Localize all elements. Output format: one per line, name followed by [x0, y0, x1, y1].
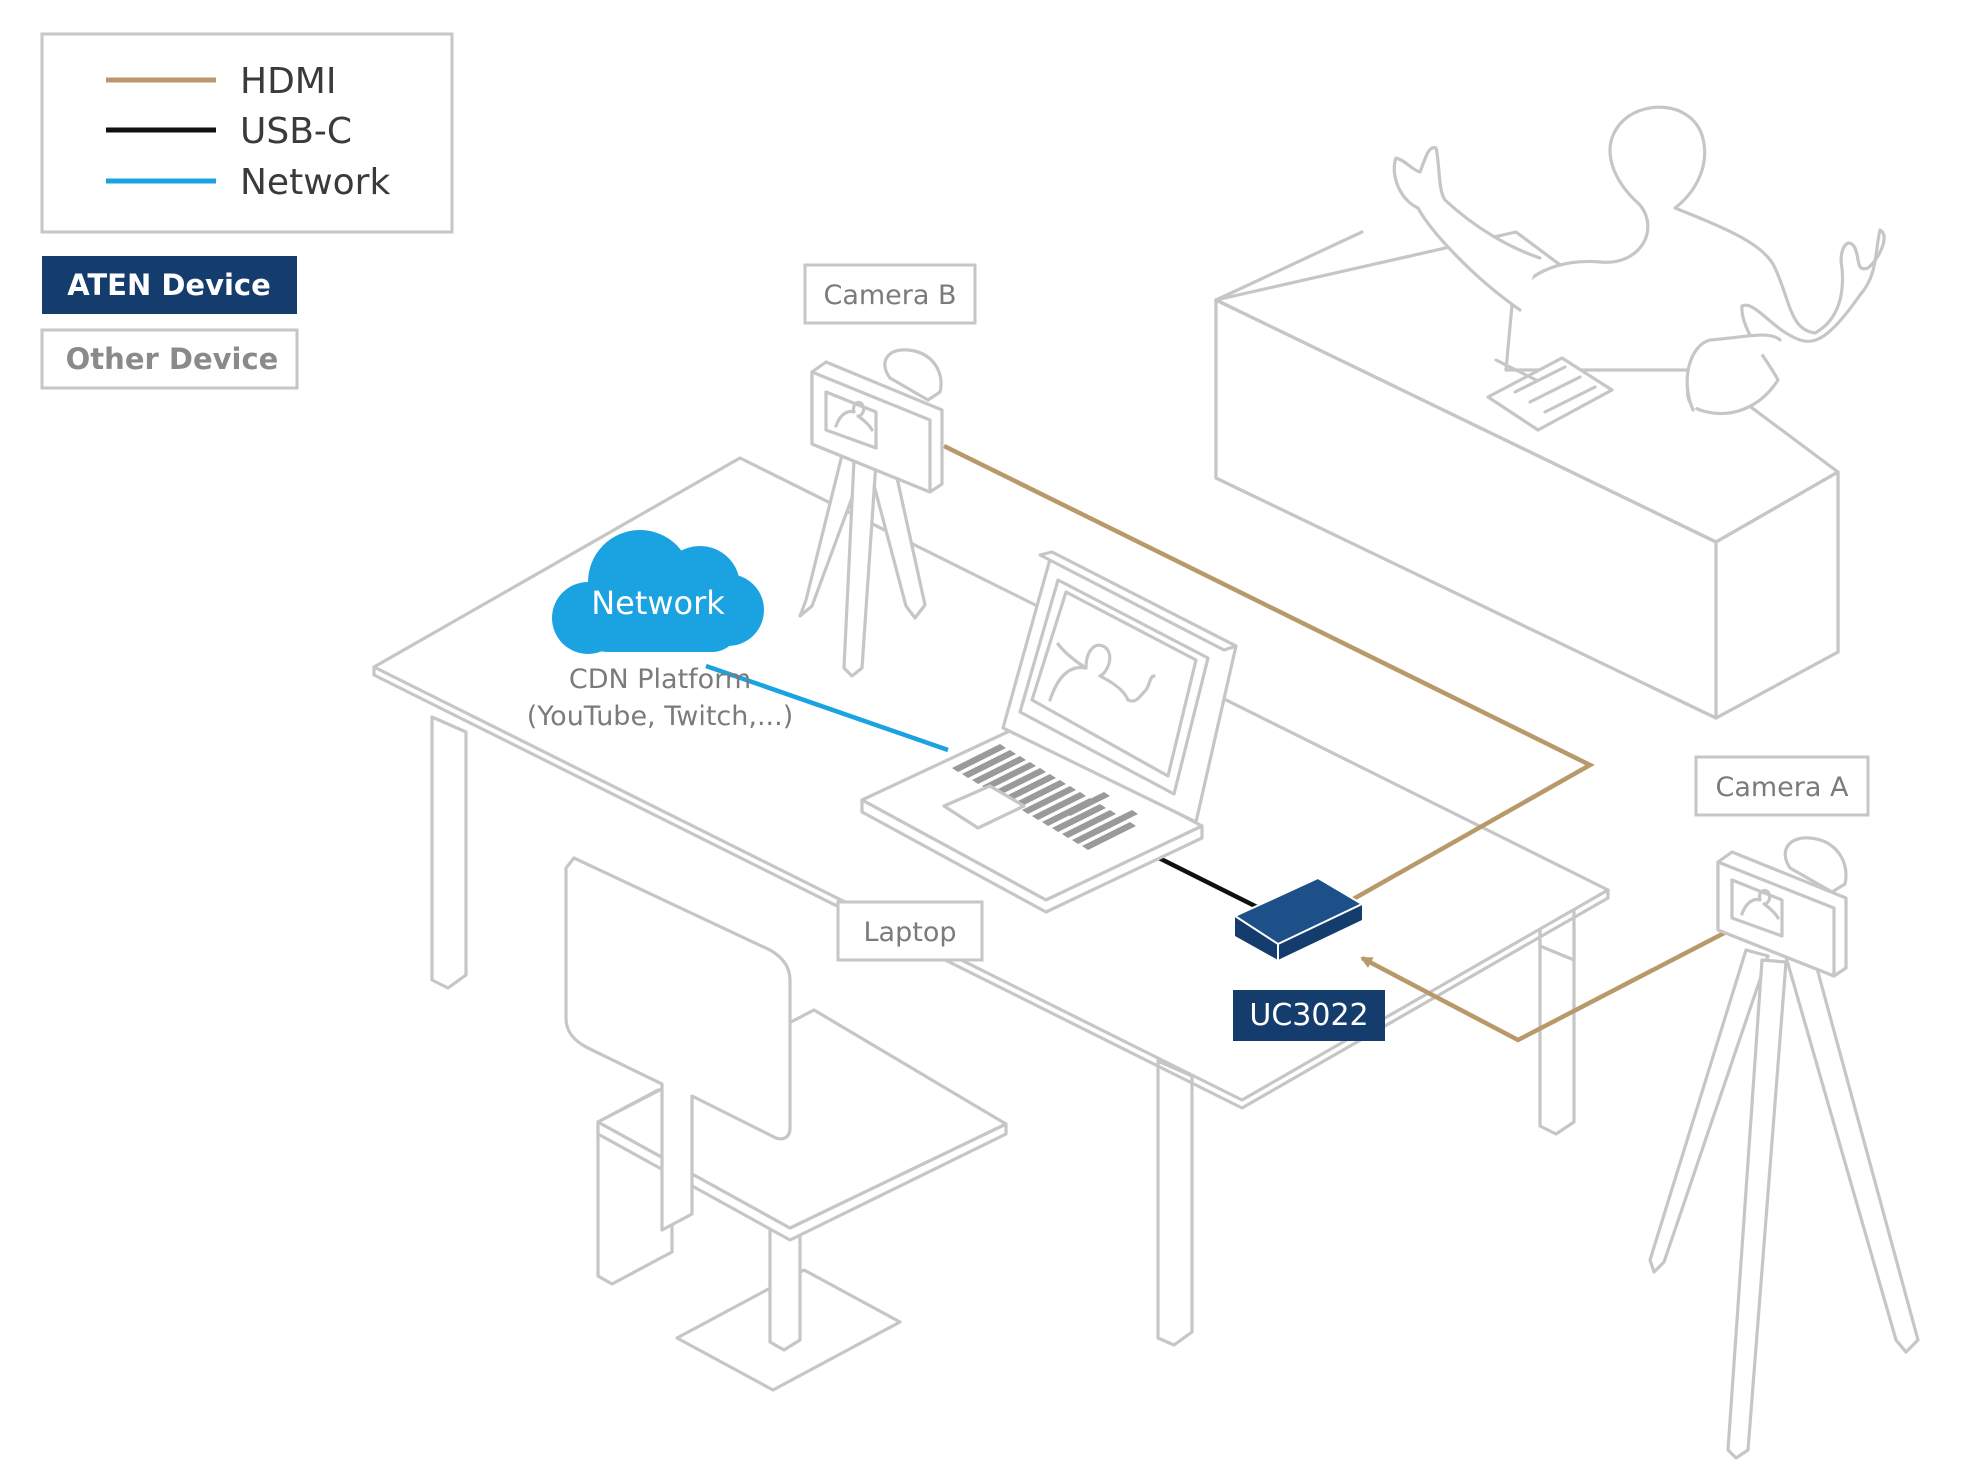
- laptop-label: Laptop: [864, 917, 957, 948]
- camera-a-screen-figure-icon: [1740, 888, 1780, 920]
- uc3022-label: UC3022: [1249, 998, 1368, 1033]
- laptop-label-box: [836, 900, 984, 962]
- hdmi-cable-camera-b: [943, 443, 1595, 908]
- camera-a: [1648, 836, 1920, 1460]
- other-device-swatch: [40, 328, 299, 390]
- aten-device-swatch: [42, 256, 297, 314]
- network-cable: [705, 663, 949, 753]
- presenter-right-hand: [1685, 333, 1782, 412]
- laptop-base-edge: [860, 798, 1204, 914]
- cloud-label: Network: [591, 584, 725, 622]
- camera-a-leg-left: [1648, 948, 1770, 1274]
- uc3022-top: [1232, 876, 1365, 946]
- laptop: [860, 550, 1238, 914]
- camera-a-label: Camera A: [1715, 772, 1849, 803]
- laptop-touchpad: [942, 784, 1026, 830]
- presenter-figure: [1392, 105, 1886, 416]
- hdmi-cable-camera-a: [1360, 928, 1732, 1043]
- camera-a-leg-right: [1782, 948, 1920, 1354]
- usbc-legend-label: USB-C: [240, 111, 352, 152]
- camera-b-screen-figure-icon: [834, 400, 874, 432]
- camera-a-leg-center: [1726, 958, 1788, 1460]
- camera-b: [798, 348, 944, 678]
- presenter-desk: [1214, 230, 1840, 720]
- presenter-left-arm: [1392, 146, 1542, 312]
- cdn-label-line1: CDN Platform: [569, 664, 751, 695]
- camera-a-mic: [1783, 836, 1848, 894]
- camera-a-screen: [1730, 878, 1784, 938]
- chair: [564, 856, 1008, 1392]
- paper-line-1: [1513, 365, 1567, 394]
- network-legend-label: Network: [240, 162, 390, 203]
- hdmi-legend-label: HDMI: [240, 61, 336, 102]
- table-leg-left: [430, 715, 468, 990]
- cdn-label-line2: (YouTube, Twitch,...): [527, 701, 794, 732]
- aten-device-label: ATEN Device: [67, 268, 271, 302]
- laptop-lid-edge: [1038, 550, 1238, 652]
- camera-a-label-box: [1694, 755, 1870, 817]
- camera-b-label-box: [803, 263, 977, 325]
- chair-backrest: [564, 856, 792, 1232]
- uc3022-device: [1232, 876, 1365, 960]
- laptop-screen-border: [1018, 578, 1210, 796]
- table-leg-front: [1156, 1059, 1194, 1347]
- paper-line-2: [1528, 375, 1582, 404]
- camera-b-label: Camera B: [823, 280, 956, 311]
- desk-back-edge: [1214, 230, 1364, 302]
- uc3022-label-box: [1233, 990, 1385, 1041]
- network-cloud-icon: [552, 530, 764, 654]
- camera-b-screen: [824, 390, 878, 450]
- legend-box: [40, 32, 454, 234]
- usbc-cable: [1141, 847, 1277, 919]
- laptop-keyboard-icon: [952, 744, 1138, 850]
- camera-b-mic: [883, 348, 943, 402]
- cables: [705, 443, 1732, 1043]
- legend: HDMI USB-C Network: [40, 32, 454, 234]
- table: [372, 456, 1610, 1347]
- table-top-thickness: [372, 665, 1610, 1110]
- laptop-screen-figure-icon: [1048, 642, 1156, 703]
- presenter-body: [1504, 105, 1886, 416]
- paper-line-3: [1543, 385, 1597, 414]
- other-device-label: Other Device: [66, 342, 279, 376]
- paper-dash: [1494, 358, 1538, 382]
- device-key: ATEN Device Other Device: [40, 256, 299, 390]
